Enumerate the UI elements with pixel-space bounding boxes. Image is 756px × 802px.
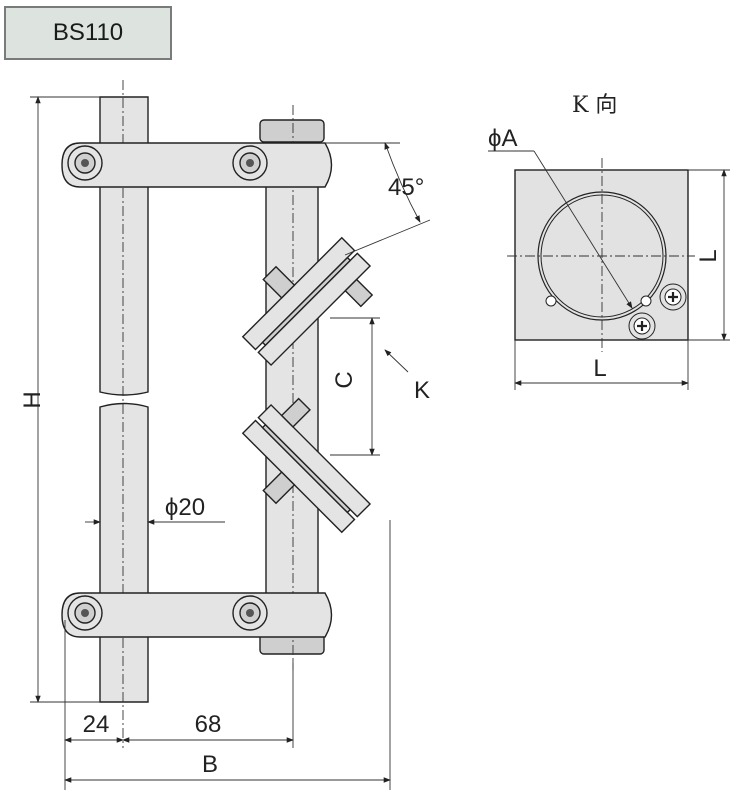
pin-hole [545,295,557,307]
dimension-24-68: 24 68 [64,660,294,748]
svg-text:24: 24 [83,711,110,738]
dimension-b: B [64,520,391,790]
upper-mirror-mount [241,236,374,367]
svg-text:B: B [202,751,218,778]
pin-hole [640,295,652,307]
svg-text:H: H [19,391,46,408]
top-cap [259,119,325,143]
svg-text:45°: 45° [388,174,424,201]
dimension-h: H [19,96,100,703]
dimension-angle: 45° [320,142,431,256]
right-rod [259,119,325,655]
adjust-knob [262,471,296,505]
svg-text:ϕ20: ϕ20 [165,494,205,521]
model-badge: BS110 [4,6,172,60]
svg-text:K: K [414,377,430,404]
lower-mirror-mount [241,397,372,534]
adjust-knob [262,265,296,299]
dimension-c: C [330,317,380,456]
svg-text:68: 68 [195,711,222,738]
top-arm [61,142,333,188]
bottom-arm [61,592,333,638]
k-view: K 向 ϕA L L [488,93,730,390]
svg-text:ϕA: ϕA [488,125,517,152]
svg-text:C: C [331,371,358,388]
screw-icon [659,283,687,311]
adjust-knob [344,278,374,308]
svg-text:L: L [695,249,722,262]
svg-text:L: L [593,355,606,382]
model-label: BS110 [52,19,124,46]
screw-icon [628,312,656,340]
adjust-knob [280,397,311,428]
svg-text:K 向: K 向 [572,93,617,118]
view-arrow-k: K [384,349,430,404]
dimension-rod-diameter: ϕ20 [85,494,225,525]
